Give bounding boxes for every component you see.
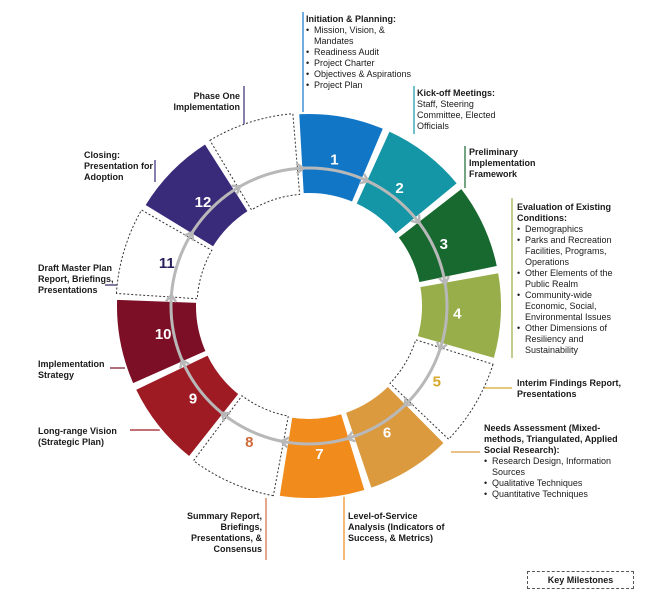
list-item: Qualitative Techniques xyxy=(484,478,634,489)
segment-number-1: 1 xyxy=(330,152,338,169)
segment-number-11: 11 xyxy=(159,255,175,272)
list-item: Community-wide Economic, Social, Environ… xyxy=(517,290,629,323)
list-item: Objectives & Aspirations xyxy=(306,69,418,80)
ring-segment-11 xyxy=(115,209,213,300)
ring-segment-6 xyxy=(343,384,447,491)
list-item: Project Charter xyxy=(306,58,418,69)
label-closing: Closing: Presentation for Adoption xyxy=(84,150,154,182)
cycle-arrowhead xyxy=(436,341,448,352)
list-item: Parks and Recreation Facilities, Program… xyxy=(517,235,629,268)
cycle-arrowhead xyxy=(438,275,451,287)
segment-number-7: 7 xyxy=(315,446,323,463)
segment-number-2: 2 xyxy=(395,180,403,197)
key-milestones-legend: Key Milestones xyxy=(527,571,634,589)
segment-number-6: 6 xyxy=(383,424,391,441)
label-kickoff-meetings: Kick-off Meetings: Staff, Steering Commi… xyxy=(417,88,496,131)
list-item: Demographics xyxy=(517,224,629,235)
cycle-arrowhead xyxy=(295,162,306,175)
label-initiation-planning: Initiation & Planning: Mission, Vision, … xyxy=(306,14,418,91)
list-item: Research Design, Information Sources xyxy=(484,456,634,478)
label-interim-findings: Interim Findings Report, Presentations xyxy=(517,378,622,399)
cycle-arrowhead xyxy=(279,436,290,449)
ring-segment-10 xyxy=(115,297,208,386)
ring-segment-9 xyxy=(133,353,241,459)
segment-number-12: 12 xyxy=(195,194,212,211)
cycle-arrowhead xyxy=(359,173,371,185)
ring-segment-4 xyxy=(415,270,503,361)
cycle-arrow-ring xyxy=(169,166,449,446)
segment-number-3: 3 xyxy=(440,236,448,253)
label-needs-assessment: Needs Assessment (Mixed-methods, Triangu… xyxy=(484,423,634,500)
label-evaluation-existing: Evaluation of Existing Conditions: Demog… xyxy=(517,202,629,356)
label-preliminary-framework: Preliminary Implementation Framework xyxy=(469,147,536,179)
list-item: Project Plan xyxy=(306,80,418,91)
cycle-arrows xyxy=(165,162,451,449)
ring-segment-1 xyxy=(297,111,386,205)
ring-segment-8 xyxy=(192,395,289,497)
segment-number-10: 10 xyxy=(155,326,172,343)
label-level-of-service: Level-of-Service Analysis (Indicators of… xyxy=(348,511,445,543)
segment-number-4: 4 xyxy=(453,306,462,323)
segment-number-5: 5 xyxy=(433,374,441,391)
list-item: Other Elements of the Public Realm xyxy=(517,268,629,290)
ring-segment-phase-one xyxy=(209,113,301,211)
cycle-arrowhead xyxy=(410,214,421,225)
ring-segment-2 xyxy=(354,129,460,237)
cycle-arrowhead xyxy=(219,411,231,422)
label-long-range-vision: Long-range Vision (Strategic Plan) xyxy=(38,426,117,447)
ring-segment-7 xyxy=(277,411,367,500)
ring-segments xyxy=(115,111,503,500)
cycle-arrowhead xyxy=(179,358,191,369)
segment-number-8: 8 xyxy=(245,434,253,451)
label-summary-report: Summary Report, Briefings, Presentations… xyxy=(186,511,262,554)
cycle-arrowhead xyxy=(165,292,178,303)
list-item: Mission, Vision, & Mandates xyxy=(306,25,418,47)
ring-segment-12 xyxy=(142,141,251,249)
ring-segment-3 xyxy=(396,186,500,285)
label-implementation-strategy: Implementation Strategy xyxy=(38,359,105,380)
cycle-arrowhead xyxy=(231,184,242,195)
list-item: Readiness Audit xyxy=(306,47,418,58)
list-item: Other Dimensions of Resiliency and Susta… xyxy=(517,323,629,356)
label-draft-master-plan: Draft Master Plan Report, Briefings, Pre… xyxy=(38,263,114,295)
ring-segment-5 xyxy=(389,339,494,440)
list-item: Quantitative Techniques xyxy=(484,489,634,500)
segment-number-9: 9 xyxy=(189,391,197,408)
cycle-arrowhead xyxy=(403,396,414,408)
label-phase-one: Phase One Implementation xyxy=(173,91,240,112)
cycle-arrowhead xyxy=(184,230,195,241)
cycle-arrowhead xyxy=(345,431,356,443)
